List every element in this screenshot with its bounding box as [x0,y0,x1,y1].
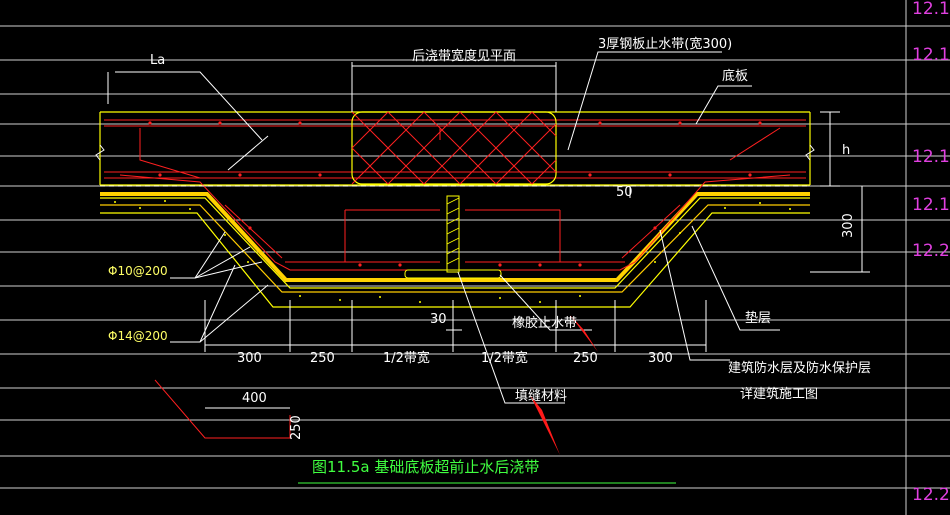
small-dim-sketch [154,379,291,439]
cushion-label: 垫层 [745,310,771,326]
elevation-label: 12.18 [912,147,950,167]
dim-300-right-label: 300 [841,213,856,238]
filler-label: 填缝材料 [515,389,567,404]
rubber-band-label: 橡胶止水带 [512,315,577,331]
elevation-label: 12.21 [912,485,950,505]
dim-400-label: 400 [242,391,267,406]
dimension-lines [107,51,870,404]
dim-30-label: 30 [430,312,447,327]
band-width-note: 后浇带宽度见平面 [412,48,516,64]
slab-label: 底板 [722,68,748,84]
filler-joint [404,195,502,279]
drawing-title: 图11.5a 基础底板超前止水后浇带 [312,458,539,476]
la-label: La [150,53,165,68]
rebar-10-label: Φ10@200 [108,264,168,278]
bottom-dim-label: 250 [573,351,598,366]
elevation-label: 12.20 [912,241,950,261]
bottom-dim-label: 250 [310,351,335,366]
concrete-hatch [114,200,791,303]
waterproof-label: 建筑防水层及防水保护层 [728,360,871,376]
break-marks [95,144,815,161]
waterproof-layer [100,192,810,282]
bottom-dim-label: 1/2带宽 [481,350,528,366]
post-pour-band [351,111,557,185]
elevation-label: 12.19 [912,195,950,215]
elevation-labels: 12.16 12.17 12.18 12.19 12.20 12.21 [912,0,950,505]
bottom-dim-label: 300 [648,351,673,366]
bottom-dim-label: 300 [237,351,262,366]
red-markup-arrows [530,315,598,455]
bottom-dim-label: 1/2带宽 [383,350,430,366]
h-label: h [842,143,850,158]
rebar-dots [148,121,762,267]
rebar [104,119,806,271]
dim-250-vertical-label: 250 [289,415,304,440]
see-arch-label: 详建筑施工图 [740,386,818,402]
steel-band-label: 3厚钢板止水带(宽300) [598,36,732,52]
elevation-label: 12.17 [912,45,950,65]
rebar-14-label: Φ14@200 [108,329,168,343]
elevation-label: 12.16 [912,0,950,19]
dim-50-label: 50 [616,185,633,200]
